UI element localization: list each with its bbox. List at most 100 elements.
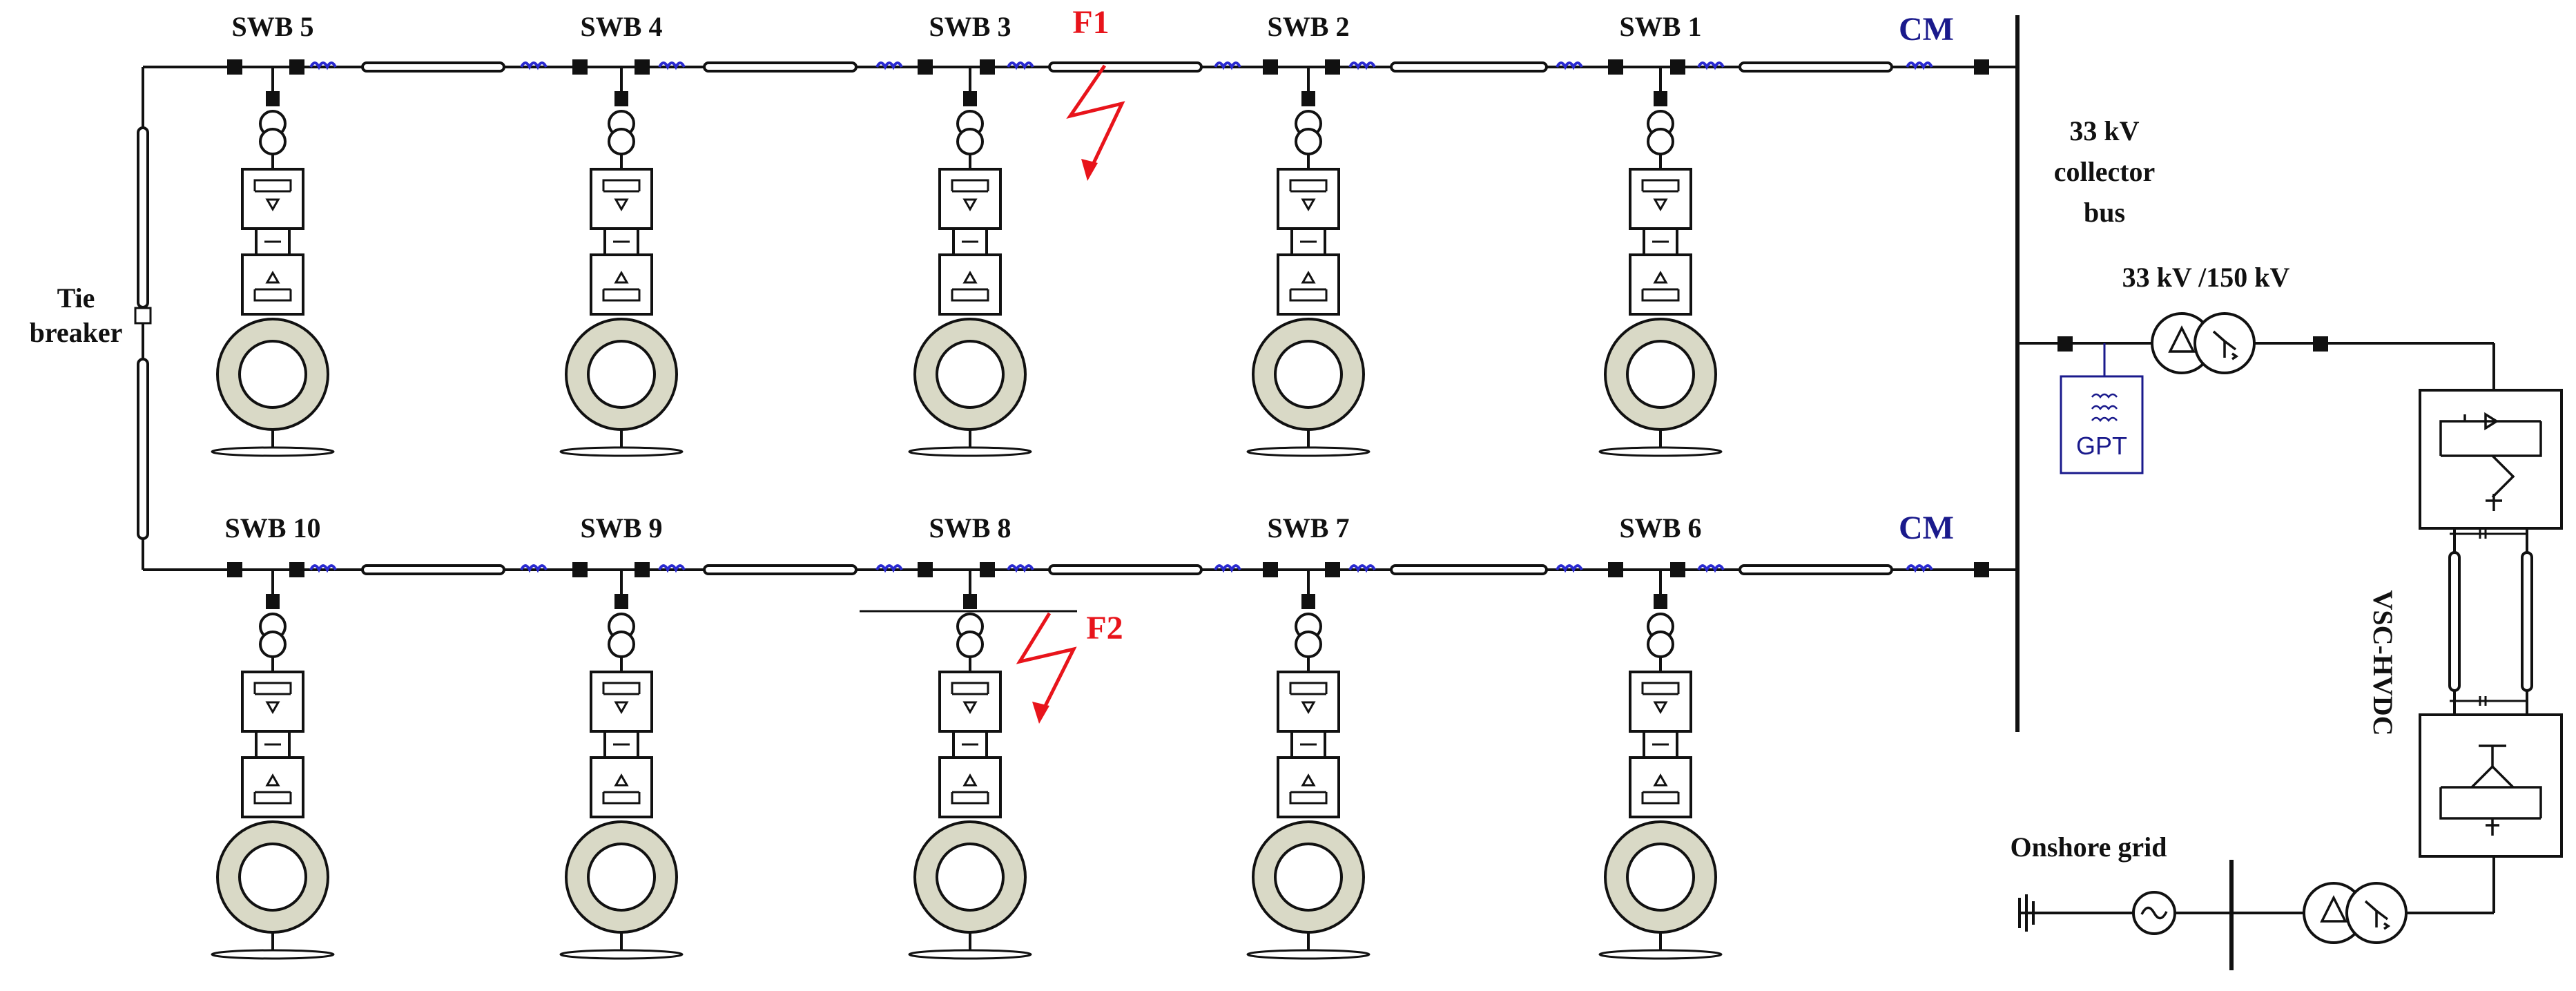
cable-section <box>361 564 505 575</box>
breaker-icon <box>1608 562 1623 577</box>
breaker-icon <box>1654 91 1667 106</box>
breaker-icon <box>918 59 933 75</box>
breaker-icon <box>1608 59 1623 75</box>
breaker-icon <box>2313 336 2328 352</box>
machine-side-converter <box>1629 253 1692 316</box>
swb-label: SWB 3 <box>929 11 1011 42</box>
converter-switch-icon <box>602 179 641 212</box>
swb-label: SWB 4 <box>581 11 663 42</box>
converter-switch-icon <box>1641 270 1680 302</box>
reactor-coil-icon <box>658 61 686 70</box>
reactor-coil-icon <box>1697 61 1725 70</box>
breaker-icon <box>963 594 977 609</box>
onshore-grid <box>2018 860 2494 970</box>
reactor-coil-icon <box>1007 564 1034 573</box>
reactor-coil-icon <box>658 564 686 573</box>
fault-bolt-f2 <box>1016 612 1077 720</box>
machine-side-converter <box>241 756 304 818</box>
generator-rotor <box>587 340 656 409</box>
cable-section <box>703 564 858 575</box>
turbine-transformer-winding <box>608 128 635 155</box>
swb-label: SWB 9 <box>581 512 663 543</box>
collector-bus-label-2: collector <box>2054 156 2156 187</box>
breaker-icon <box>1974 562 1989 577</box>
delta-symbol-icon <box>2320 895 2347 923</box>
breaker-icon <box>963 91 977 106</box>
fault-arrowhead-f2 <box>1032 702 1049 724</box>
swb-labels-top: SWB 5 SWB 4 SWB 3 SWB 2 SWB 1 <box>232 11 1702 42</box>
cable-section <box>1390 564 1548 575</box>
turbine-transformer-winding <box>259 631 287 658</box>
converter-switch-icon <box>1641 682 1680 715</box>
converter-switch-icon <box>253 270 292 302</box>
gpt-box <box>2060 375 2144 474</box>
fault-label-f2: F2 <box>1086 610 1123 646</box>
wye-ground-symbol-icon <box>2364 900 2391 930</box>
breaker-icon <box>1301 594 1315 609</box>
swb-label: SWB 6 <box>1620 512 1702 543</box>
converter-switch-icon <box>602 270 641 302</box>
reactor-coil-icon <box>520 61 548 70</box>
turbine-transformer-winding <box>956 128 984 155</box>
reactor-coil-icon <box>1214 61 1241 70</box>
cable-section <box>703 61 858 73</box>
feeder-strings <box>143 59 2017 960</box>
breaker-icon <box>1301 91 1315 106</box>
onshore-grid-label: Onshore grid <box>2010 831 2167 863</box>
generator-rotor <box>587 843 656 912</box>
reactor-coil-icon <box>875 61 903 70</box>
vsc-hvdc-link <box>2419 389 2563 913</box>
breaker-icon <box>614 91 628 106</box>
turbine-base <box>1246 446 1371 457</box>
reactor-coil-icon <box>1007 61 1034 70</box>
dc-capacitor-icon <box>2450 529 2526 706</box>
machine-side-converter <box>1277 756 1340 818</box>
fault-bolt-f1 <box>1066 64 1125 177</box>
offshore-converter-box <box>2419 389 2563 530</box>
breaker-icon <box>1263 562 1278 577</box>
breaker-icon <box>1325 59 1340 75</box>
generator-rotor <box>238 340 307 409</box>
breaker-icon <box>572 562 588 577</box>
machine-side-converter <box>1277 253 1340 316</box>
swb-label: SWB 8 <box>929 512 1011 543</box>
reactor-coil-icon <box>520 564 548 573</box>
substation: GPT <box>2017 312 2495 474</box>
turbine-transformer-winding <box>1647 128 1674 155</box>
fault-arrowhead-f1 <box>1081 159 1098 181</box>
turbine-transformer-winding <box>608 631 635 658</box>
reactor-coil-icon <box>1348 564 1376 573</box>
generator-rotor <box>1626 843 1695 912</box>
generator-rotor <box>1274 843 1343 912</box>
generator-rotor <box>936 340 1005 409</box>
converter-switch-icon <box>1289 179 1328 212</box>
turbine-base <box>211 446 335 457</box>
converter-switch-icon <box>602 773 641 805</box>
delta-symbol-icon <box>2168 325 2196 353</box>
converter-switch-icon <box>253 682 292 715</box>
transformer-rating-label: 33 kV /150 kV <box>2122 262 2290 293</box>
turbine-transformer-winding <box>1295 128 1322 155</box>
turbine-base <box>1598 949 1723 960</box>
turbine-transformer-winding <box>259 128 287 155</box>
cable-section <box>1048 564 1203 575</box>
generator-rotor <box>1274 340 1343 409</box>
converter-switch-icon <box>1641 773 1680 805</box>
cable-section <box>1739 564 1893 575</box>
ground-icon <box>2018 894 2035 932</box>
reactor-coil-icon <box>875 564 903 573</box>
dc-cable-negative <box>2521 551 2533 692</box>
turbine-base <box>908 949 1032 960</box>
fault-label-f1: F1 <box>1072 4 1109 41</box>
reactor-coil-icon <box>1556 564 1583 573</box>
tie-breaker-switch <box>134 307 152 325</box>
converter-switch-icon <box>951 773 989 805</box>
reactor-coil-icon <box>1214 564 1241 573</box>
reactor-coil-icon <box>1906 564 1933 573</box>
generator-rotor <box>1626 340 1695 409</box>
reactor-coil-icon <box>1348 61 1376 70</box>
machine-side-converter <box>938 756 1002 818</box>
breaker-icon <box>266 594 280 609</box>
breaker-icon <box>266 91 280 106</box>
